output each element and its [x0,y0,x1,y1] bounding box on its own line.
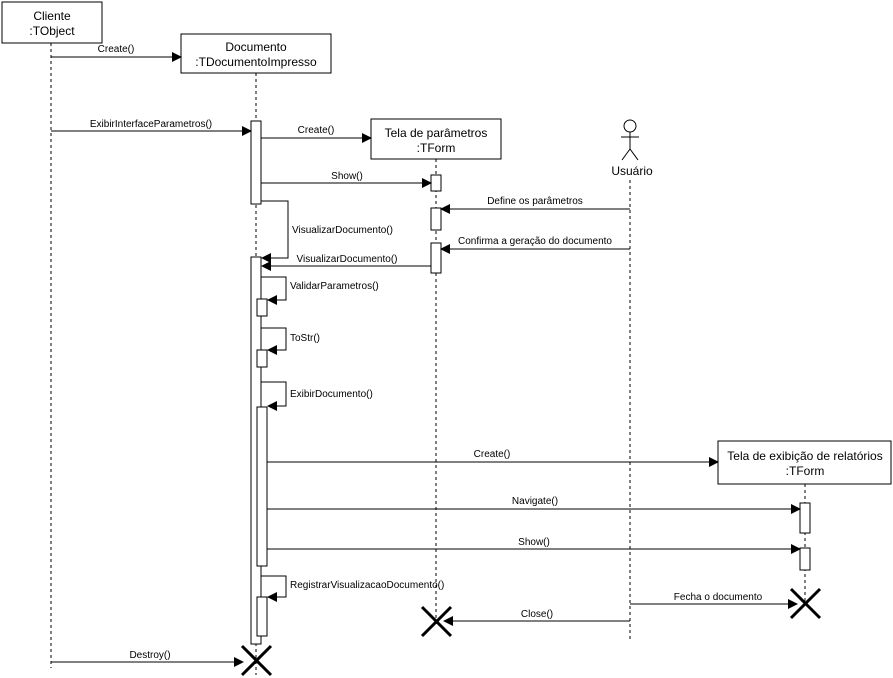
message-label: Show() [331,171,363,182]
activation-tela-parametros-show [430,174,442,192]
message-show-tela-parametros: Show() [261,171,432,188]
message-validar-parametros: ValidarParametros() [261,276,379,305]
lifeline-documento-type: :TDocumentoImpresso [195,55,317,69]
destroy-tela-parametros-icon [420,605,453,638]
message-label: ExibirInterfaceParametros() [90,119,212,130]
message-label: Define os parâmetros [487,196,583,207]
activation-exibir-documento [256,406,268,567]
lifeline-documento-name: Documento [225,40,287,54]
actor-usuario-name: Usuário [611,164,653,178]
activation-validar-parametros [256,298,268,317]
lifeline-cliente-type: :TObject [29,24,75,38]
message-visualizar-documento-self: VisualizarDocumento() [261,200,393,263]
lifeline-cliente-name: Cliente [33,9,71,23]
actor-head-icon [623,119,637,133]
message-label: RegistrarVisualizacaoDocumento() [290,580,444,591]
message-exibir-interface-parametros: ExibirInterfaceParametros() [51,119,252,136]
lifeline-tela-relatorios: Tela de exibição de relatórios :TForm [717,440,892,485]
message-label: VisualizarDocumento() [297,254,398,265]
message-exibir-documento: ExibirDocumento() [261,381,373,411]
lifeline-documento: Documento :TDocumentoImpresso [180,33,332,74]
message-create-tela-parametros: Create() [261,125,372,143]
destroy-tela-relatorios-icon [789,587,822,620]
lifeline-tela-relatorios-name: Tela de exibição de relatórios [727,449,882,463]
activation-tela-relatorios-show [799,547,811,571]
activation-tela-relatorios-navigate [799,502,811,534]
message-label: Create() [98,44,135,55]
message-to-str: ToStr() [261,327,320,355]
message-navigate: Navigate() [267,496,801,514]
message-create-tela-relatorios: Create() [267,449,719,467]
lifeline-cliente: Cliente :TObject [1,1,103,44]
actor-usuario: Usuário [611,119,653,178]
activation-registrar-visualizacao [256,596,268,637]
message-label: Create() [298,125,335,136]
message-destroy: Destroy() [51,650,244,667]
message-label: Show() [518,537,550,548]
lifeline-tela-relatorios-type: :TForm [786,464,825,478]
lifeline-tela-parametros-name: Tela de parâmetros [385,126,488,140]
message-label: Confirma a geração do documento [458,236,612,247]
lifeline-tela-parametros: Tela de parâmetros :TForm [370,118,502,160]
message-close: Close() [443,609,630,626]
message-label: Destroy() [129,650,170,661]
destroy-documento-icon [240,644,273,677]
message-label: Fecha o documento [674,592,763,603]
activation-to-str [256,349,268,368]
lifeline-tela-parametros-type: :TForm [417,141,456,155]
message-registrar-visualizacao: RegistrarVisualizacaoDocumento() [261,575,444,602]
message-label: ExibirDocumento() [290,389,373,400]
message-create-documento: Create() [51,44,182,62]
message-fecha-documento: Fecha o documento [630,592,798,609]
activation-tela-parametros-define [430,207,442,231]
message-label: ToStr() [290,333,320,344]
activation-documento-1 [250,120,262,205]
message-show-tela-relatorios: Show() [267,537,801,554]
activation-tela-parametros-confirma [430,242,442,274]
message-label: Navigate() [512,496,558,507]
message-define-parametros: Define os parâmetros [440,196,630,214]
message-label: Create() [474,449,511,460]
message-label: ValidarParametros() [290,281,379,292]
message-label: Close() [521,609,553,620]
message-label: VisualizarDocumento() [292,225,393,236]
message-confirma-geracao: Confirma a geração do documento [440,236,630,254]
message-visualizar-documento: VisualizarDocumento() [261,254,431,271]
